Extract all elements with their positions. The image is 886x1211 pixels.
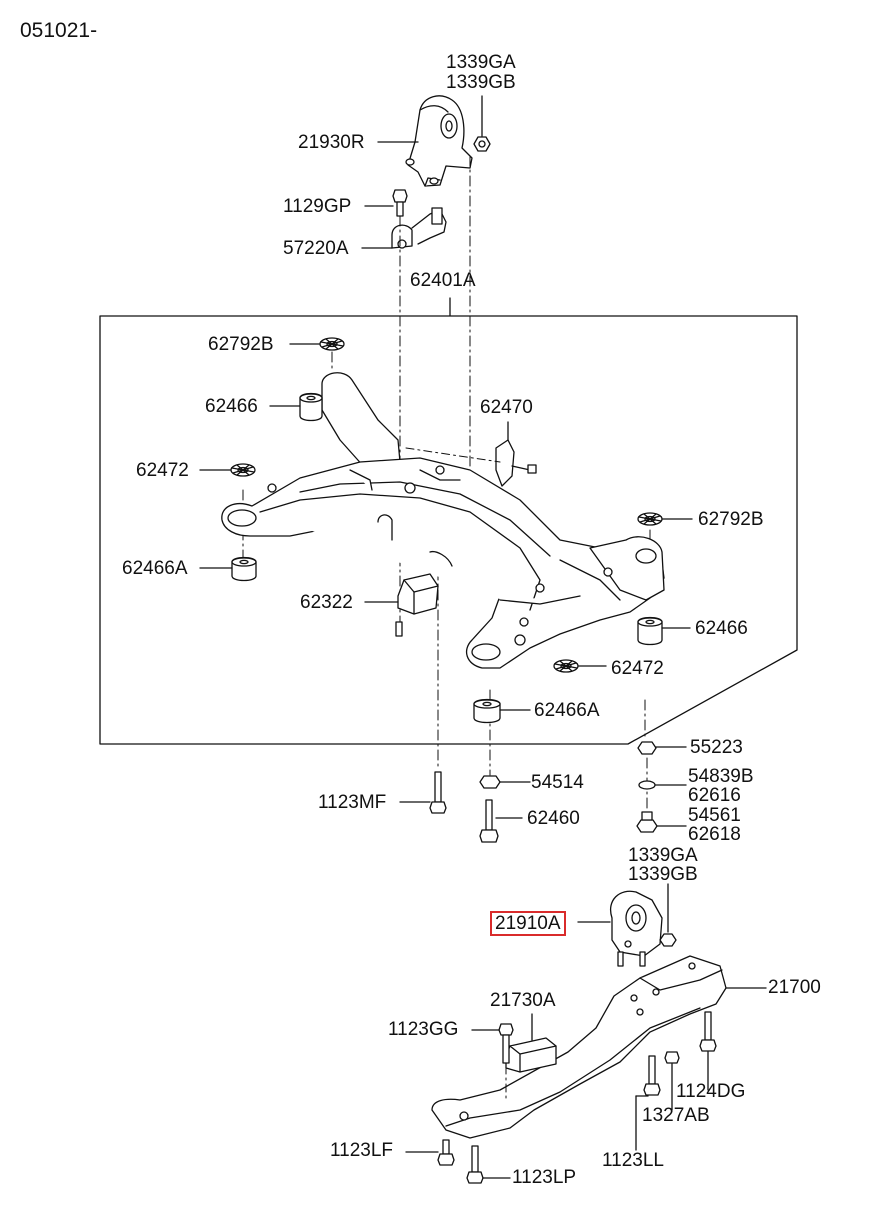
label-1123ll: 1123LL (602, 1150, 664, 1171)
nut-55223 (637, 741, 657, 755)
label-62470: 62470 (480, 397, 533, 418)
label-1339ga-top: 1339GA (446, 52, 516, 73)
bolt-1123lp (466, 1145, 484, 1184)
bolt-62460 (479, 799, 499, 843)
bolt-1123lf (437, 1139, 455, 1166)
label-1129gp: 1129GP (283, 196, 352, 217)
label-54514: 54514 (531, 772, 584, 793)
label-62792b-right: 62792B (698, 509, 764, 530)
label-1123mf: 1123MF (318, 792, 387, 813)
bolt-1123ll (643, 1055, 661, 1096)
label-62466-left: 62466 (205, 396, 258, 417)
label-21700: 21700 (768, 977, 821, 998)
bolt-1124dg (699, 1011, 717, 1052)
mount-bracket-21930r (405, 95, 473, 187)
nut-54514 (479, 775, 501, 789)
bracket-21730a (505, 1037, 557, 1073)
label-1123lp: 1123LP (512, 1167, 577, 1188)
label-54839b: 54839B (688, 766, 754, 787)
bushing-62466-right (637, 616, 663, 646)
label-55223: 55223 (690, 737, 743, 758)
bolt-1327ab (664, 1051, 680, 1064)
label-1339gb-top: 1339GB (446, 72, 516, 93)
washer-54839b (638, 780, 656, 790)
washer-62792b-right (637, 512, 663, 526)
label-21730a: 21730A (490, 990, 556, 1011)
label-62466a-right: 62466A (534, 700, 600, 721)
label-62466a-left: 62466A (122, 558, 188, 579)
nut-54561 (636, 811, 658, 833)
label-62401a: 62401A (410, 270, 476, 291)
bolt-1123mf (429, 771, 447, 814)
label-62472-right: 62472 (611, 658, 664, 679)
label-62792b-left: 62792B (208, 334, 274, 355)
mount-21910a (610, 890, 663, 967)
label-1123lf: 1123LF (330, 1140, 394, 1161)
clamp-57220a (391, 207, 447, 249)
crossmember-21700 (431, 955, 727, 1139)
label-21910a-highlighted[interactable]: 21910A (490, 911, 566, 936)
crossmember-boundary-box (99, 297, 798, 745)
subframe-62401a (221, 372, 665, 669)
bushing-62466a-right (473, 698, 501, 724)
label-1123gg: 1123GG (388, 1019, 459, 1040)
label-21930r: 21930R (298, 132, 365, 153)
nut-1339-bottom (659, 933, 677, 947)
label-62466-right: 62466 (695, 618, 748, 639)
bracket-62470 (495, 439, 537, 487)
label-1339gb-bottom: 1339GB (628, 864, 698, 885)
bolt-1129gp (392, 189, 408, 217)
label-1124dg: 1124DG (676, 1081, 746, 1102)
bracket-62322 (395, 573, 439, 637)
label-1327ab: 1327AB (642, 1105, 710, 1126)
washer-62472-left (230, 463, 256, 477)
label-1339ga-bottom: 1339GA (628, 845, 698, 866)
label-54561: 54561 (688, 805, 741, 826)
label-62322: 62322 (300, 592, 353, 613)
bushing-62466a-left (231, 556, 257, 582)
bushing-62466-left (299, 392, 323, 422)
label-62472-left: 62472 (136, 460, 189, 481)
label-62616: 62616 (688, 785, 741, 806)
diagram-code: 051021- (20, 19, 98, 42)
washer-62792b-left (319, 337, 345, 351)
washer-62472-right (553, 659, 579, 673)
label-62618: 62618 (688, 824, 741, 845)
nut-1339-top (473, 136, 491, 152)
label-57220a: 57220A (283, 238, 349, 259)
label-62460: 62460 (527, 808, 580, 829)
